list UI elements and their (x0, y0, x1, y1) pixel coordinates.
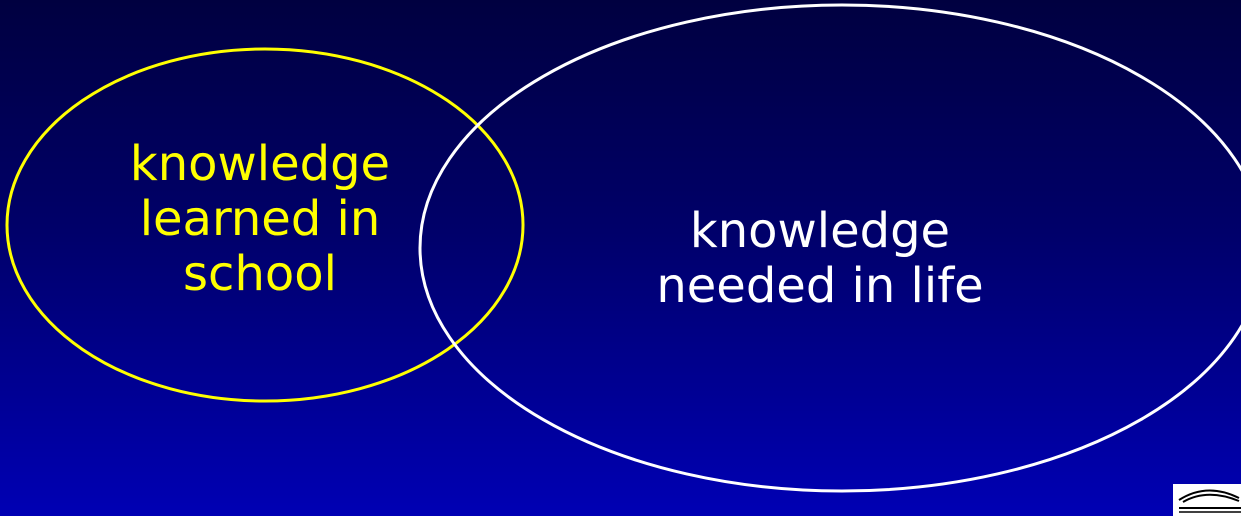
school-knowledge-label: knowledge learned in school (80, 137, 440, 302)
school-knowledge-circle (5, 47, 525, 403)
school-label-line-2: learned in (139, 191, 381, 247)
life-label-line-1: knowledge (689, 203, 951, 259)
life-label-line-2: needed in life (656, 258, 984, 314)
school-label-line-3: school (183, 246, 337, 302)
house-roof-logo-icon (1173, 484, 1241, 516)
life-knowledge-circle (418, 3, 1241, 493)
life-knowledge-label: knowledge needed in life (570, 204, 1070, 314)
school-label-line-1: knowledge (129, 136, 391, 192)
